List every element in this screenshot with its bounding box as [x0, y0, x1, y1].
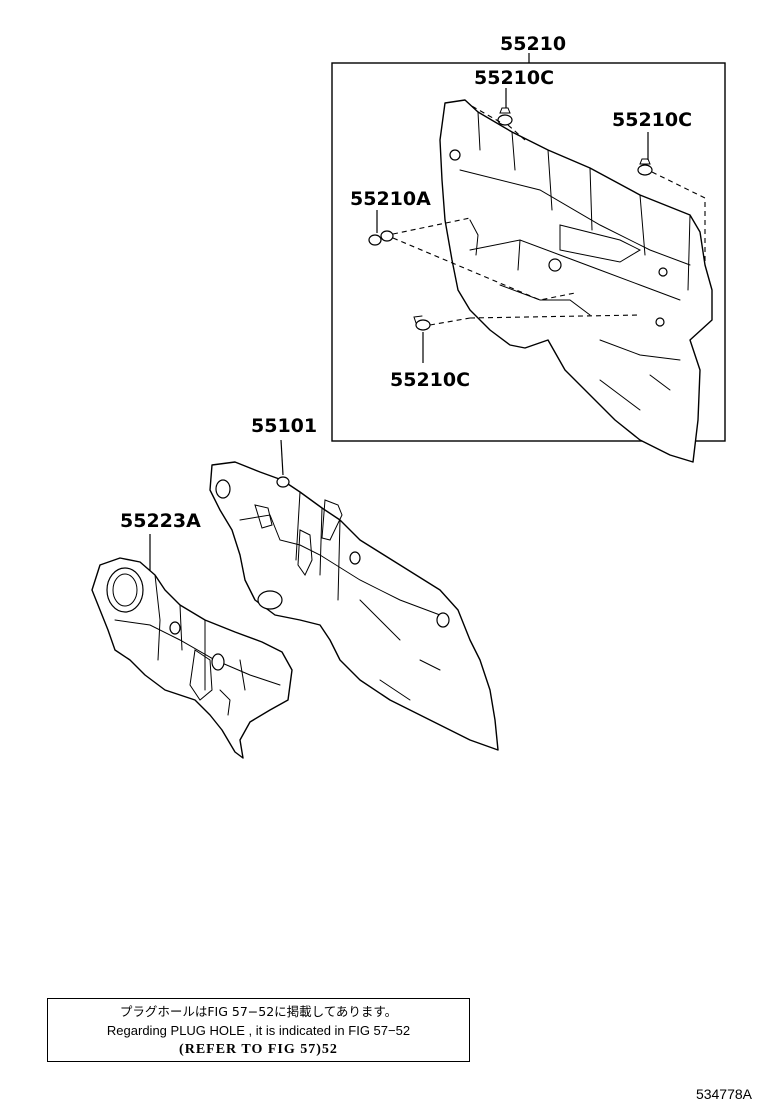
- dash-panel-55101: [209, 461, 499, 751]
- dash-clip-bottom: [429, 314, 641, 326]
- leader-55101: [280, 439, 284, 476]
- clip-left: [368, 230, 394, 246]
- label-55210: 55210: [500, 33, 566, 55]
- dash-clip-top: [469, 104, 526, 141]
- dash-clip-left: [392, 217, 576, 301]
- dash-silencer-55210: [439, 99, 713, 463]
- label-55101: 55101: [251, 415, 317, 437]
- note-line-english: Regarding PLUG HOLE , it is indicated in…: [106, 1023, 411, 1038]
- dash-part-55223A: [91, 557, 293, 759]
- note-line-japanese: プラグホールはFIG 57−52に掲載してあります。: [119, 1004, 398, 1019]
- figure-code: 534778A: [695, 1086, 752, 1102]
- note-line-reference: (REFER TO FIG 57)52: [179, 1042, 338, 1057]
- clip-right: [637, 158, 653, 176]
- label-clip-left: 55210A: [350, 188, 431, 210]
- label-55223A: 55223A: [120, 510, 201, 532]
- note-box: プラグホールはFIG 57−52に掲載してあります。 Regarding PLU…: [47, 998, 470, 1062]
- label-clip-bottom: 55210C: [390, 369, 470, 391]
- dash-clip-right: [651, 171, 706, 265]
- label-clip-top: 55210C: [474, 67, 554, 89]
- clip-bottom: [413, 315, 431, 331]
- label-clip-right: 55210C: [612, 109, 692, 131]
- clip-top: [497, 107, 513, 126]
